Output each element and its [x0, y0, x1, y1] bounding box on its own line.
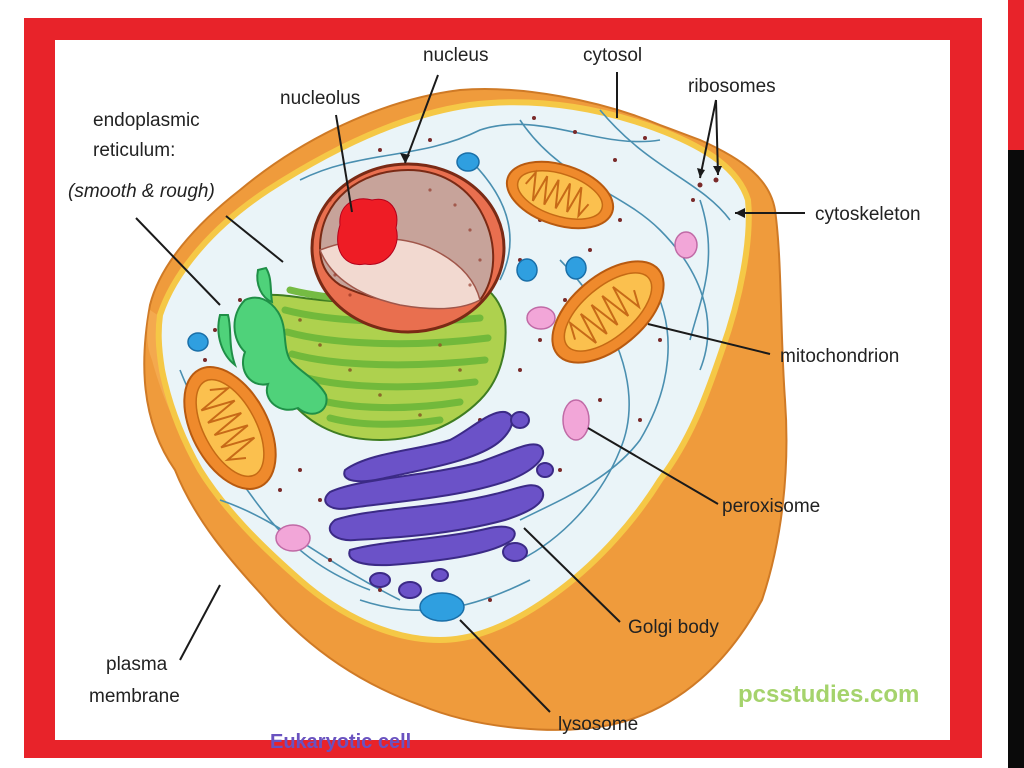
lysosomes	[187, 152, 587, 622]
golgi-body	[324, 410, 554, 599]
label-plasma-line1: plasma	[106, 654, 168, 675]
mitochondrion-right	[551, 260, 665, 364]
label-lysosome: lysosome	[558, 714, 638, 735]
nucleus	[310, 162, 506, 334]
leader-lines	[135, 72, 805, 713]
smooth-er	[217, 266, 328, 415]
label-nucleus: nucleus	[423, 45, 489, 66]
label-nucleolus: nucleolus	[280, 88, 360, 109]
label-cytosol: cytosol	[583, 45, 642, 66]
label-mitochondrion: mitochondrion	[780, 346, 899, 367]
label-er-line2: reticulum:	[93, 140, 175, 161]
label-cytoskeleton: cytoskeleton	[815, 204, 921, 225]
caption-text: Eukaryotic cell	[270, 731, 411, 753]
label-er-line1: endoplasmic	[93, 110, 200, 131]
label-ribosomes: ribosomes	[688, 76, 776, 97]
label-golgi-body: Golgi body	[628, 617, 719, 638]
label-plasma-line2: membrane	[89, 686, 180, 707]
slide-accent-bar-red	[1008, 0, 1024, 150]
peroxisomes	[275, 231, 698, 552]
watermark-text: pcsstudies.com	[738, 681, 919, 708]
slide-accent-bar-black	[1008, 150, 1024, 768]
mitochondrion-top	[505, 160, 615, 230]
label-peroxisome: peroxisome	[722, 496, 820, 517]
mitochondrion-left	[183, 366, 277, 490]
label-er-line3: (smooth & rough)	[68, 181, 215, 202]
leader-arrowheads	[400, 153, 745, 218]
